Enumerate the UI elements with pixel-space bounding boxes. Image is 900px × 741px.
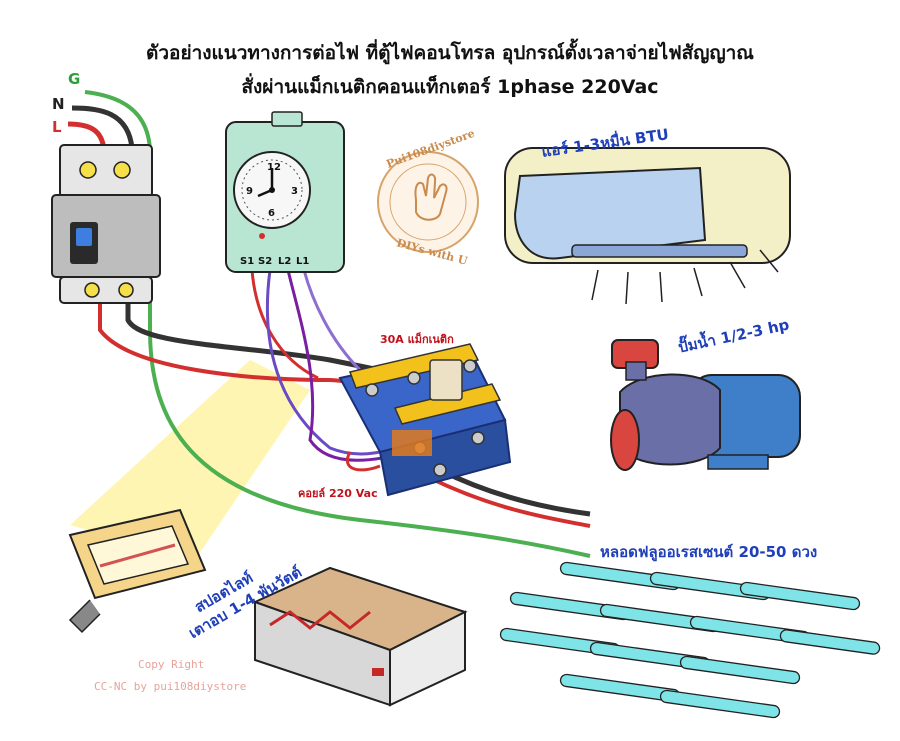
title-line-2: สั่งผ่านแม็กเนติกคอนแท็กเตอร์ 1phase 220…: [241, 76, 659, 98]
fluorescent-tubes: [499, 561, 881, 719]
line-label: L: [52, 118, 62, 136]
ground-wire: [84, 90, 591, 558]
coil-label: คอยล์ 220 Vac: [298, 487, 378, 500]
magnetic-label: 30A แม็กเนติก: [380, 333, 454, 346]
timer-wire-l2: [286, 269, 409, 462]
spotlight-glow: [70, 360, 310, 560]
hand-icon: [414, 173, 448, 221]
timer-clock-3: 3: [291, 186, 298, 197]
timer-terminal-l1: L1: [296, 256, 309, 267]
circuit-breaker: [51, 144, 161, 304]
timer-wire-l1: [302, 269, 362, 372]
coil-lead-wire: [346, 451, 381, 472]
watermark-stamp: Pui108diystore DIYs with U: [377, 127, 479, 268]
water-pump: [610, 339, 801, 471]
line-load-wire: [429, 476, 591, 528]
ground-label: G: [68, 70, 81, 88]
timer-terminal-s1: S1: [240, 256, 254, 267]
fluorescent-label: หลอดฟลูออเรสเซนต์ 20-50 ดวง: [600, 543, 818, 561]
timer-switch: 12 3 6 9 S1 S2 L2 L1: [225, 111, 345, 273]
neutral-load-wire: [438, 467, 591, 517]
neutral-input-wire: [71, 105, 135, 149]
magnetic-contactor: [338, 343, 512, 497]
oven: [252, 566, 468, 707]
spotlight: [68, 508, 207, 634]
timer-clock-6: 6: [268, 208, 275, 219]
timer-terminal-l2: L2: [278, 256, 291, 267]
title-line-1: ตัวอย่างแนวทางการต่อไฟ ที่ตู้ไฟคอนโทรล อ…: [146, 42, 754, 64]
neutral-label: N: [52, 95, 65, 113]
copyright-line-1: Copy Right: [138, 658, 205, 671]
copyright-line-2: CC-NC by pui108diystore: [94, 680, 247, 693]
timer-clock-12: 12: [267, 162, 281, 173]
timer-wire-s1: [250, 269, 319, 380]
air-conditioner: [504, 147, 791, 305]
timer-terminal-s2: S2: [258, 256, 272, 267]
timer-clock-9: 9: [246, 186, 253, 197]
